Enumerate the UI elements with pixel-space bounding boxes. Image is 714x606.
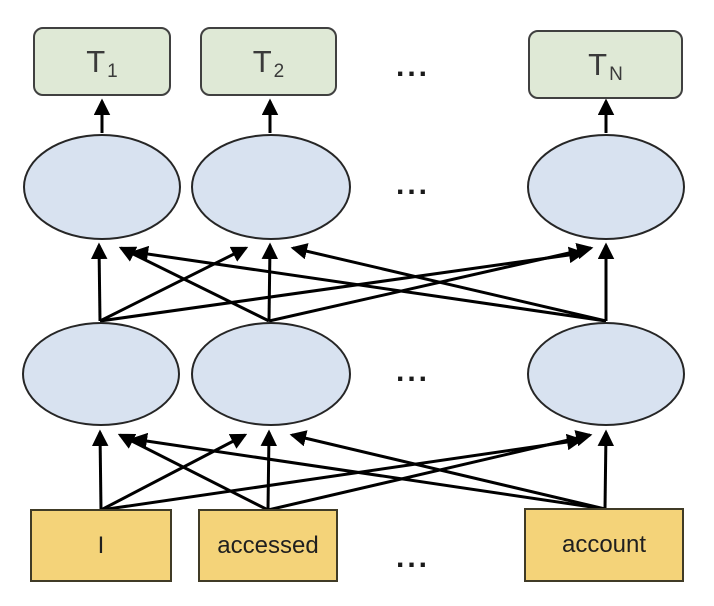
ellipsis-lower-hidden-row: ... [395, 355, 430, 388]
arrow [597, 429, 615, 510]
input-word-1: I [30, 509, 172, 582]
ellipsis-input-row: ... [395, 541, 430, 574]
hidden-node-upper-n [527, 134, 685, 240]
input-word-2: accessed [198, 509, 338, 582]
arrow [99, 246, 249, 323]
arrow [260, 429, 278, 511]
output-label-subscript: N [609, 64, 623, 85]
ellipsis-upper-hidden-row: ... [395, 168, 430, 201]
arrow [289, 430, 606, 511]
hidden-node-upper-2 [191, 134, 351, 240]
hidden-node-upper-1 [23, 134, 181, 240]
arrow [261, 242, 279, 322]
hidden-node-lower-n [527, 322, 685, 426]
input-word-n: account [524, 508, 684, 582]
input-word-label: I [97, 531, 105, 559]
arrow [100, 433, 584, 512]
arrow [100, 433, 248, 512]
input-word-label: accessed [217, 531, 319, 559]
ellipsis-output-row: ... [395, 50, 430, 83]
arrow [99, 246, 586, 323]
arrow [117, 433, 269, 512]
arrow [267, 430, 593, 512]
arrow [118, 246, 270, 323]
output-label-subscript: 1 [107, 61, 118, 82]
input-word-label: account [561, 531, 647, 558]
arrow [130, 432, 606, 511]
hidden-node-lower-1 [22, 322, 180, 426]
arrow [90, 242, 108, 322]
hidden-node-lower-2 [191, 322, 351, 426]
output-label-subscript: 2 [273, 61, 285, 82]
output-label: T [252, 44, 272, 79]
arrow [268, 243, 594, 323]
arrow [131, 245, 607, 323]
arrow [290, 243, 607, 323]
arrow [91, 429, 109, 511]
output-label: T [588, 47, 608, 82]
output-label: T [86, 44, 106, 79]
